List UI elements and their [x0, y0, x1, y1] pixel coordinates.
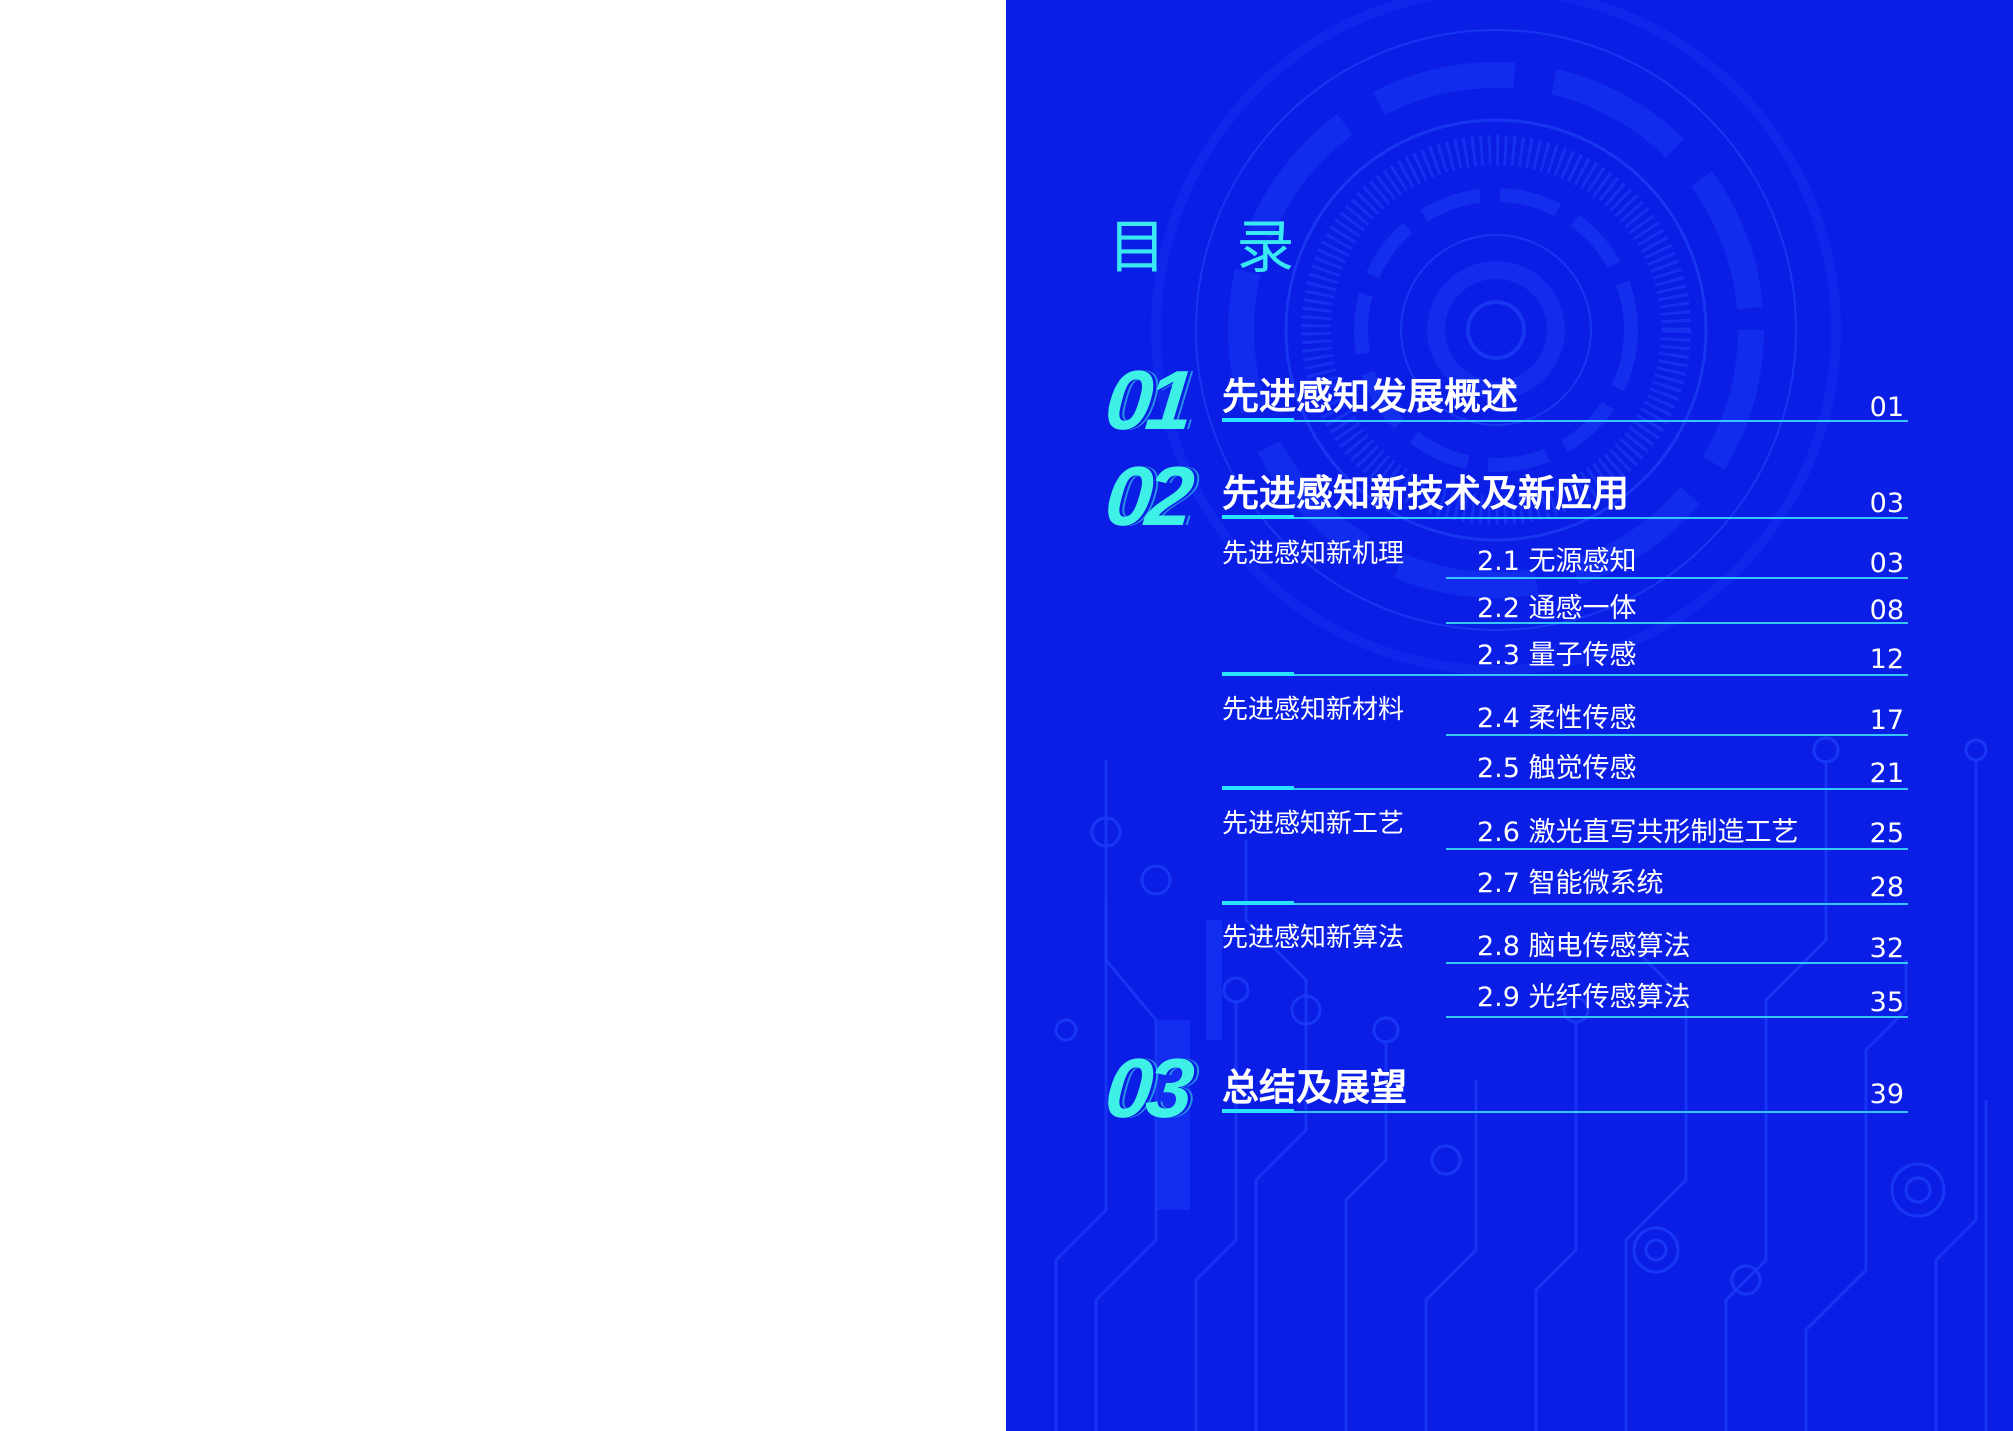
section-group-title: 先进感知新工艺 [1222, 809, 1405, 839]
chapter-number: 02 [1101, 449, 1193, 543]
toc-entry-label[interactable]: 2.1 无源感知 [1477, 546, 1637, 577]
section-group-title: 先进感知新机理 [1222, 539, 1405, 569]
accent-bar [1222, 1109, 1294, 1113]
toc-entry-label[interactable]: 2.6 激光直写共形制造工艺 [1477, 817, 1799, 848]
chapter-title[interactable]: 先进感知发展概述 [1222, 375, 1518, 418]
blank-left-page [0, 0, 1006, 1431]
toc-entry-page: 25 [1869, 818, 1904, 849]
section-group-title: 先进感知新材料 [1222, 695, 1405, 725]
divider [1446, 577, 1908, 579]
chapter-page-number: 01 [1869, 392, 1904, 423]
accent-bar [1222, 786, 1294, 790]
divider [1222, 674, 1908, 676]
divider [1222, 788, 1908, 790]
toc-entry-label[interactable]: 2.9 光纤传感算法 [1477, 982, 1691, 1013]
section-group-title: 先进感知新算法 [1222, 923, 1405, 953]
chapter-number: 03 [1101, 1041, 1193, 1135]
divider [1222, 420, 1908, 422]
toc-entry-page: 08 [1869, 595, 1904, 626]
toc-entry-page: 12 [1869, 644, 1904, 675]
toc-entry-page: 28 [1869, 872, 1904, 903]
divider [1446, 848, 1908, 850]
accent-bar [1222, 672, 1294, 676]
toc-entry-label[interactable]: 2.5 触觉传感 [1477, 753, 1637, 784]
toc-entry-label[interactable]: 2.2 通感一体 [1477, 593, 1637, 624]
toc-entry-label[interactable]: 2.8 脑电传感算法 [1477, 931, 1691, 962]
chapter-title[interactable]: 先进感知新技术及新应用 [1222, 472, 1629, 515]
toc-title: 目 录 [1108, 213, 1321, 281]
divider [1222, 517, 1908, 519]
chapter-page-number: 39 [1869, 1079, 1904, 1110]
divider [1446, 1016, 1908, 1018]
circuit-background-graphic [1054, 0, 1988, 1431]
chapter-page-number: 03 [1869, 488, 1904, 519]
toc-entry-label[interactable]: 2.3 量子传感 [1477, 640, 1637, 671]
chapter-number: 01 [1101, 353, 1193, 447]
accent-bar [1222, 515, 1294, 519]
accent-bar [1222, 418, 1294, 422]
divider [1446, 622, 1908, 624]
chapter-title[interactable]: 总结及展望 [1222, 1066, 1407, 1109]
divider [1446, 962, 1908, 964]
divider [1222, 1111, 1908, 1113]
toc-entry-label[interactable]: 2.7 智能微系统 [1477, 868, 1664, 899]
divider [1222, 903, 1908, 905]
toc-entry-page: 32 [1869, 933, 1904, 964]
accent-bar [1222, 901, 1294, 905]
toc-entry-page: 21 [1869, 758, 1904, 789]
toc-entry-page: 17 [1869, 705, 1904, 736]
toc-entry-page: 03 [1869, 548, 1904, 579]
toc-entry-label[interactable]: 2.4 柔性传感 [1477, 703, 1637, 734]
divider [1446, 734, 1908, 736]
toc-entry-page: 35 [1869, 987, 1904, 1018]
toc-page: 目 录 01 先进感知发展概述 01 02 先进感知新技术及新应用 03 先进感… [1006, 0, 2013, 1431]
